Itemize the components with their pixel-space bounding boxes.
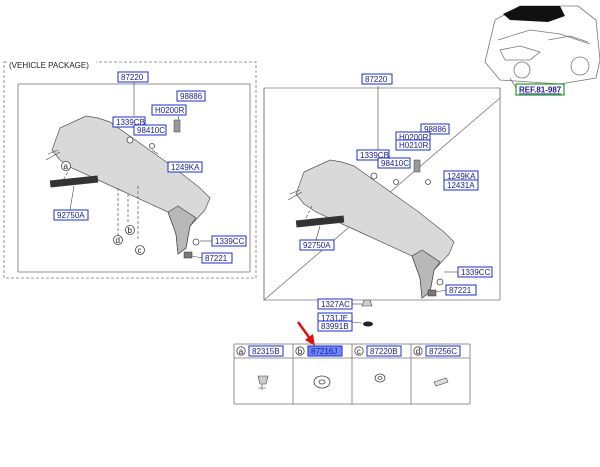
table-cell-a-label-box[interactable] <box>248 345 284 357</box>
right-label-1249KA[interactable]: 1249KA <box>447 172 476 181</box>
left-callout-a: a <box>64 162 69 171</box>
right-label-H0210R[interactable]: H0210R <box>399 141 429 150</box>
left-label-87220[interactable]: 87220 <box>121 73 144 82</box>
table-cell-a-letter: a <box>239 347 244 356</box>
lower-label-1327AC[interactable]: 1327AC <box>321 300 350 309</box>
table-cell-b-part-label[interactable]: 87216J <box>311 347 337 356</box>
table-cell-c: c 87220B <box>354 345 402 357</box>
table-cell-d: d 87256C <box>413 345 461 357</box>
left-callouts: a d b c <box>61 161 145 255</box>
left-label-H0200R[interactable]: H0200R <box>155 106 185 115</box>
table-cell-c-letter: c <box>357 347 361 356</box>
left-gasket-part <box>49 175 99 188</box>
right-label-12431A[interactable]: 12431A <box>447 181 475 190</box>
left-label-92750A[interactable]: 92750A <box>57 211 85 220</box>
left-label-1339CB[interactable]: 1339CB <box>116 118 145 127</box>
table-cell-c-label-box[interactable] <box>366 345 402 357</box>
vehicle-package-frame <box>3 61 257 279</box>
table-cell-b-letter: b <box>298 347 303 356</box>
table-cell-a: a 82315B <box>236 345 284 357</box>
right-label-98886[interactable]: 98886 <box>424 125 447 134</box>
left-label-87221[interactable]: 87221 <box>205 254 228 263</box>
left-callout-c: c <box>138 246 142 255</box>
left-label-98410C[interactable]: 98410C <box>137 126 165 135</box>
lower-parts: 1327AC 1731JE 83991B <box>317 298 373 332</box>
left-label-1339CC[interactable]: 1339CC <box>215 237 245 246</box>
left-labels: 87220 98886 H0200R 1339CB 98410C 1249KA … <box>53 71 247 264</box>
left-callout-b: b <box>128 226 133 235</box>
table-cell-a-part-label[interactable]: 82315B <box>252 347 280 356</box>
right-label-87220[interactable]: 87220 <box>365 75 388 84</box>
lower-label-83991B[interactable]: 83991B <box>321 322 349 331</box>
parts-table <box>233 343 471 405</box>
table-cell-d-label-box[interactable] <box>425 345 461 357</box>
right-labels: 87220 98886 H0200R H0210R 1339CB 98410C … <box>299 73 493 296</box>
right-label-87221[interactable]: 87221 <box>449 286 472 295</box>
left-label-98886[interactable]: 98886 <box>180 92 203 101</box>
right-label-98410C[interactable]: 98410C <box>381 159 409 168</box>
table-cell-c-part-label[interactable]: 87220B <box>370 347 398 356</box>
right-label-1339CC[interactable]: 1339CC <box>461 268 491 277</box>
table-cell-d-part-label[interactable]: 87256C <box>429 347 457 356</box>
table-cell-b: b 87216J <box>295 345 343 357</box>
left-spoiler-part <box>45 115 211 255</box>
lower-label-1731JE[interactable]: 1731JE <box>321 314 348 323</box>
vehicle-package-label: (VEHICLE PACKAGE) <box>9 61 89 70</box>
left-label-1249KA[interactable]: 1249KA <box>171 163 200 172</box>
table-cell-d-circle <box>413 346 423 356</box>
vehicle-thumbnail: REF.81-987 <box>484 5 600 96</box>
reference-label[interactable]: REF.81-987 <box>519 86 562 95</box>
right-label-1339CB[interactable]: 1339CB <box>360 151 389 160</box>
right-fasteners <box>370 159 444 297</box>
table-cell-a-circle <box>236 346 246 356</box>
table-cell-d-letter: d <box>416 347 420 356</box>
table-cell-c-circle <box>354 346 364 356</box>
right-spoiler-part <box>287 159 455 299</box>
right-gasket-part <box>295 215 345 228</box>
table-cell-b-circle <box>295 346 305 356</box>
left-callout-d: d <box>116 236 120 245</box>
highlight-arrow <box>296 321 315 346</box>
table-cell-b-label-box[interactable] <box>307 345 343 357</box>
right-label-H0200R[interactable]: H0200R <box>399 133 429 142</box>
table-part-pictures <box>257 373 449 390</box>
left-fasteners <box>126 115 200 259</box>
right-label-92750A[interactable]: 92750A <box>303 241 331 250</box>
